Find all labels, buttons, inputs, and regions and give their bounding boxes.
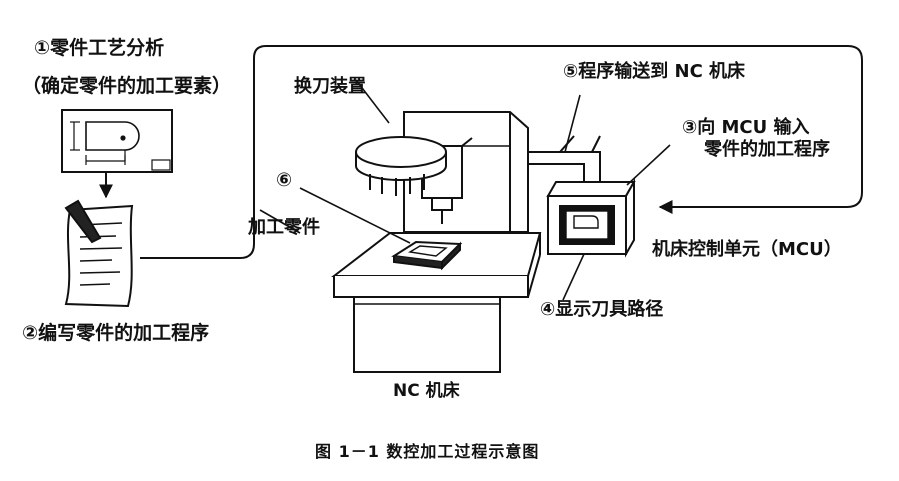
leader-lines [259,79,671,301]
machine-base [353,296,501,373]
program-sheet [64,199,134,308]
step1-title: ①零件工艺分析 [34,37,165,59]
tool-changer-label: 换刀装置 [294,76,366,97]
workpiece-on-table [391,240,463,271]
step1-subtitle: （确定零件的加工要素） [22,75,232,97]
tool-changer [355,136,447,196]
mcu-cabinet [546,178,636,258]
nc-machine-label: NC 机床 [393,381,460,401]
program-flow-loop [140,45,863,259]
mcu-label: 机床控制单元（MCU） [652,239,842,260]
step5-label: ⑤程序输送到 NC 机床 [563,61,746,82]
step2-label: ②编写零件的加工程序 [22,322,210,344]
step4-label: ④显示刀具路径 [540,299,664,320]
step3-line2: 零件的加工程序 [704,139,830,160]
step3-line1: ③向 MCU 输入 [682,117,810,138]
part-drawing [61,109,173,173]
figure-caption: 图 1－1 数控加工过程示意图 [315,442,540,461]
step6-label: ⑥ [276,169,293,191]
workpiece-label: 加工零件 [248,217,320,238]
